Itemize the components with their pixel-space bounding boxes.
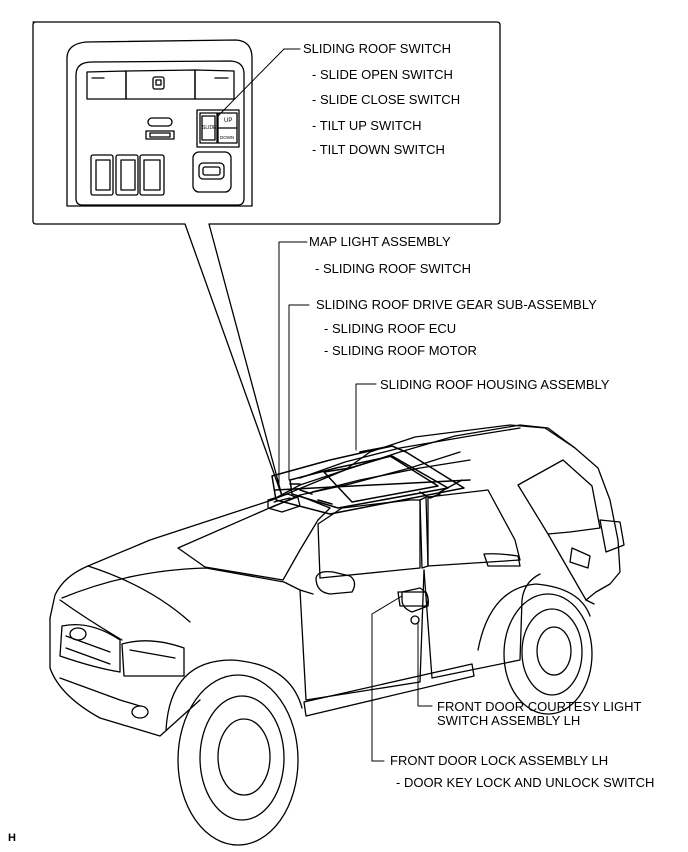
- label-sliding-roof-switch: SLIDING ROOF SWITCH: [303, 41, 452, 56]
- label-courtesy-line1: FRONT DOOR COURTESY LIGHT: [437, 699, 642, 714]
- label-drive-gear-ecu: - SLIDING ROOF ECU: [324, 321, 457, 336]
- label-door-lock-sub: - DOOR KEY LOCK AND UNLOCK SWITCH: [396, 775, 655, 790]
- label-door-lock: FRONT DOOR LOCK ASSEMBLY LH: [390, 753, 609, 768]
- label-drive-gear: SLIDING ROOF DRIVE GEAR SUB-ASSEMBLY: [316, 297, 597, 312]
- label-map-light-sub: - SLIDING ROOF SWITCH: [315, 261, 471, 276]
- sliding-roof-switch-diagram: [196, 109, 240, 148]
- overhead-console: [66, 39, 253, 207]
- label-courtesy-line2: SWITCH ASSEMBLY LH: [437, 713, 581, 728]
- label-drive-gear-motor: - SLIDING ROOF MOTOR: [324, 343, 477, 358]
- label-slide-close-switch: - SLIDE CLOSE SWITCH: [312, 92, 461, 107]
- label-slide-open-switch: - SLIDE OPEN SWITCH: [312, 67, 453, 82]
- switch-slide-text: SLIDE: [202, 125, 217, 131]
- label-housing: SLIDING ROOF HOUSING ASSEMBLY: [380, 377, 610, 392]
- figure-code: H: [8, 832, 16, 844]
- label-tilt-up-switch: - TILT UP SWITCH: [312, 118, 422, 133]
- label-map-light-assembly: MAP LIGHT ASSEMBLY: [309, 234, 451, 249]
- sliding-roof-housing: [271, 445, 471, 515]
- switch-down-text: DOWN: [220, 135, 234, 140]
- leader-lines: [217, 48, 433, 762]
- door-lock-part: [401, 587, 429, 625]
- map-light-assembly-part: [267, 493, 301, 513]
- label-tilt-down-switch: - TILT DOWN SWITCH: [312, 142, 445, 157]
- switch-up-text: UP: [224, 118, 232, 124]
